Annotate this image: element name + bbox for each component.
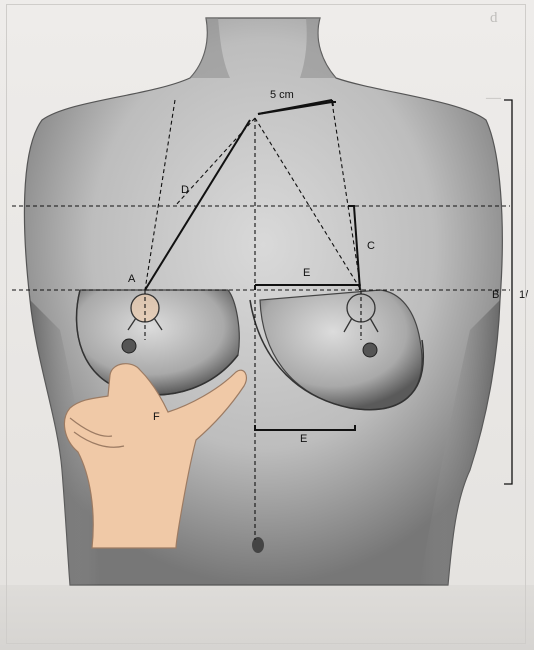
- figure-frame: [6, 4, 526, 644]
